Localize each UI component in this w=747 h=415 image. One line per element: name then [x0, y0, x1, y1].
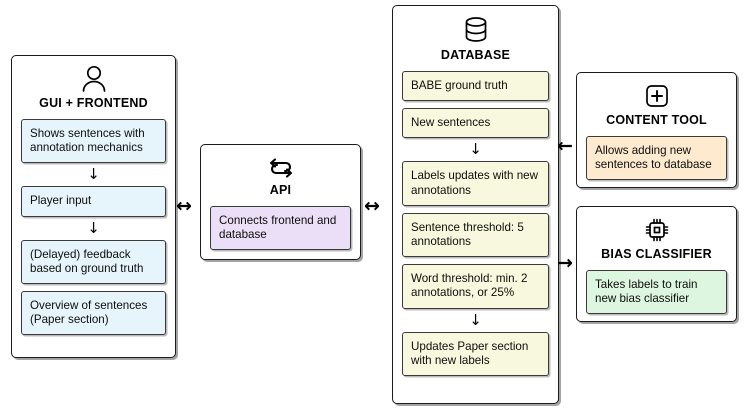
list-item[interactable]: (Delayed) feedback based on ground truth: [21, 239, 166, 285]
gui-items: Shows sentences with annotation mechanic…: [12, 119, 175, 344]
cpu-chip-icon: [577, 216, 736, 244]
spacer: [402, 206, 549, 213]
panel-title-api: API: [269, 183, 292, 197]
bias-classifier-items: Takes labels to train new bias classifie…: [577, 270, 736, 323]
flow-arrow-down-icon: ↓: [469, 140, 482, 159]
spacer: [21, 284, 166, 291]
panel-title-bias-classifier: BIAS CLASSIFIER: [601, 247, 712, 261]
connector-gui-api-arrow-icon: ↔: [176, 195, 192, 217]
panel-api: API Connects frontend and database: [200, 144, 361, 260]
panel-title-gui: GUI + FRONTEND: [39, 96, 148, 110]
list-item[interactable]: Sentence threshold: 5 annotations: [402, 212, 549, 258]
spacer: [402, 257, 549, 264]
list-item[interactable]: Updates Paper section with new labels: [402, 331, 549, 377]
connector-content-tool-database-arrow-icon: ←: [557, 135, 573, 157]
spacer: [402, 101, 549, 108]
database-cylinder-icon: [393, 15, 558, 45]
list-item[interactable]: Word threshold: min. 2 annotations, or 2…: [402, 264, 549, 309]
connector-database-bias-classifier-arrow-icon: →: [557, 252, 573, 274]
plus-square-icon: [577, 82, 736, 110]
connector-api-database-arrow-icon: ↔: [364, 195, 380, 217]
sync-arrows-icon: [201, 154, 360, 180]
list-item[interactable]: New sentences: [402, 108, 549, 139]
panel-title-content-tool: CONTENT TOOL: [606, 113, 707, 127]
flow-arrow-down-icon: ↓: [87, 218, 100, 237]
list-item[interactable]: Labels updates with new annotations: [402, 161, 549, 206]
list-item[interactable]: Connects frontend and database: [210, 206, 351, 251]
panel-title-database: DATABASE: [440, 48, 511, 62]
user-icon: [12, 65, 175, 93]
database-items: BABE ground truth New sentences ↓ Labels…: [393, 71, 558, 385]
list-item[interactable]: Player input: [21, 186, 166, 217]
list-item[interactable]: Shows sentences with annotation mechanic…: [21, 119, 166, 164]
panel-database: DATABASE BABE ground truth New sentences…: [392, 5, 559, 404]
list-item[interactable]: BABE ground truth: [402, 71, 549, 102]
list-item[interactable]: Allows adding new sentences to database: [586, 136, 727, 181]
panel-content-tool: CONTENT TOOL Allows adding new sentences…: [576, 72, 737, 188]
list-item[interactable]: Overview of sentences (Paper section): [21, 291, 166, 336]
api-items: Connects frontend and database: [201, 206, 360, 259]
panel-bias-classifier: BIAS CLASSIFIER Takes labels to train ne…: [576, 206, 737, 322]
flow-arrow-down-icon: ↓: [87, 165, 100, 184]
content-tool-items: Allows adding new sentences to database: [577, 136, 736, 189]
list-item[interactable]: Takes labels to train new bias classifie…: [586, 270, 727, 315]
flow-arrow-down-icon: ↓: [469, 310, 482, 329]
panel-gui-frontend: GUI + FRONTEND Shows sentences with anno…: [11, 55, 176, 358]
